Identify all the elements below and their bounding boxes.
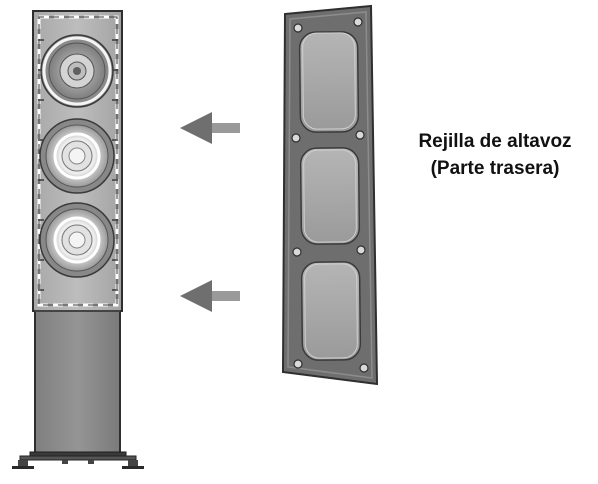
woofer-driver-upper (39, 118, 115, 194)
speaker-grille-icon (281, 4, 379, 386)
grille-label-line1: Rejilla de altavoz (418, 131, 572, 152)
speaker-cabinet-lower (34, 310, 121, 454)
speaker-tower-icon (12, 10, 144, 469)
mount-slots (38, 39, 118, 291)
speaker-base (12, 451, 144, 469)
grille-label: Rejilla de altavoz (Parte trasera) (392, 128, 598, 182)
grille-pegs (291, 17, 369, 373)
grille-panel-middle (299, 147, 361, 245)
tweeter-driver (40, 34, 114, 108)
grille-panel-top (298, 31, 360, 133)
woofer-driver-lower (39, 202, 115, 278)
grille-label-line2: (Parte trasera) (430, 158, 560, 179)
grille-panel-bottom (300, 261, 362, 361)
arrow-left-icon (180, 280, 240, 312)
arrow-left-icon (180, 112, 240, 144)
